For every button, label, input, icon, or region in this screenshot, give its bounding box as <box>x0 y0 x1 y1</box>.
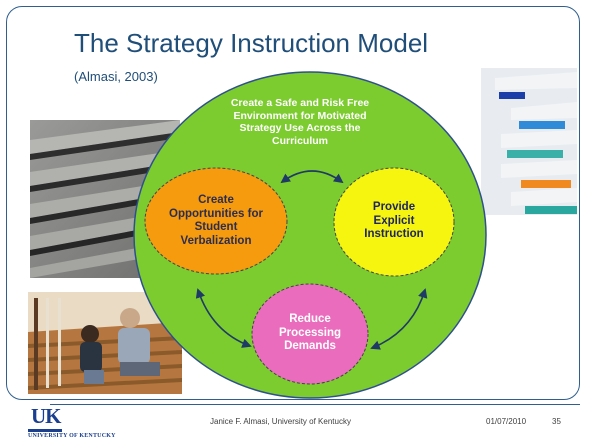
node-verbalization-label: Create Opportunities for Student Verbali… <box>169 194 263 247</box>
node-processing-shape <box>251 283 369 385</box>
node-instruction-shape <box>333 167 455 277</box>
photo-colored-stairs <box>481 68 577 215</box>
node-processing-label: Reduce Processing Demands <box>279 313 341 352</box>
logo-mark: UK <box>31 404 61 428</box>
node-verbalization-shape <box>144 167 288 275</box>
arrow-left <box>195 288 252 348</box>
footer-date: 01/07/2010 <box>486 417 527 426</box>
outer-circle-label: Create a Safe and Risk Free Environment … <box>230 97 370 147</box>
footer-rule <box>50 404 580 405</box>
university-logo: UK UNIVERSITY OF KENTUCKY <box>28 404 115 440</box>
logo-band <box>28 429 62 432</box>
slide-title: The Strategy Instruction Model <box>74 28 429 58</box>
slide-citation: (Almasi, 2003) <box>74 69 158 84</box>
node-instruction-label: Provide Explicit Instruction <box>364 201 424 240</box>
arrow-right <box>370 288 428 350</box>
footer-slide-number: 35 <box>552 417 561 426</box>
footer-author: Janice F. Almasi, University of Kentucky <box>210 417 351 426</box>
arrow-top <box>280 170 344 184</box>
logo-text: UNIVERSITY OF KENTUCKY <box>28 433 116 439</box>
